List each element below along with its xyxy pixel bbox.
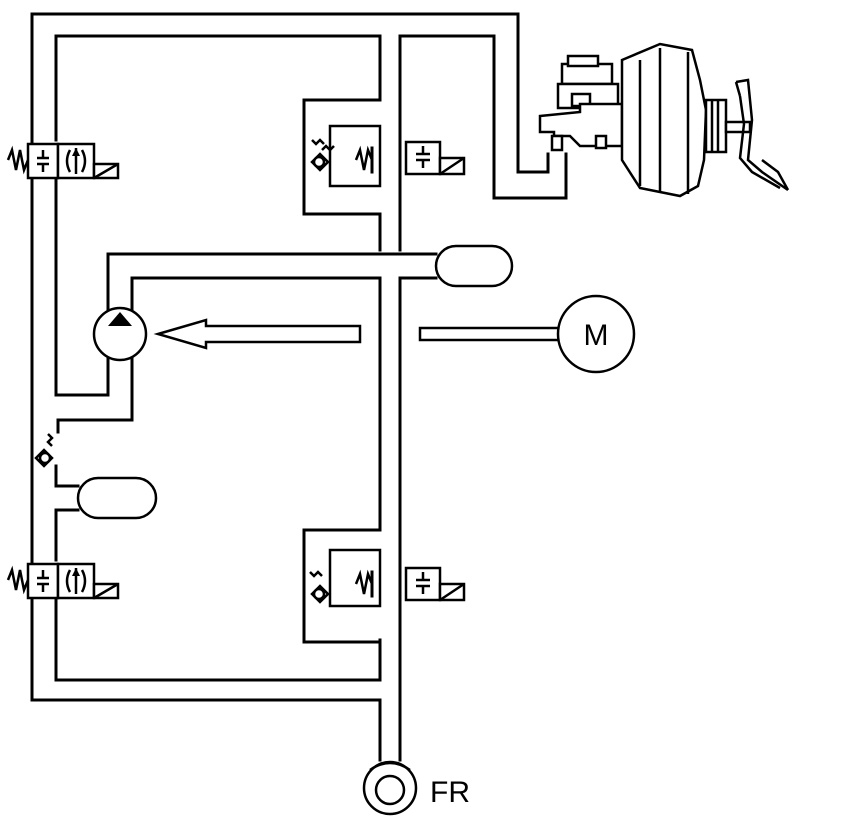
check-valve-lower <box>34 433 54 468</box>
pressure-holding-valve-right-lower <box>404 566 466 602</box>
hydraulic-pipes <box>30 12 568 762</box>
pressure-holding-valve-upper <box>6 142 120 180</box>
pressure-holding-valve-lower <box>6 562 120 600</box>
drive-arrow <box>153 318 362 350</box>
wheel-cylinder: FR <box>362 760 470 816</box>
motor: M <box>556 294 636 374</box>
accumulator-upper <box>434 244 514 288</box>
wheel-label: FR <box>430 776 470 809</box>
accumulator-lower <box>76 476 158 520</box>
pressure-reduction-valve-lower <box>309 548 382 608</box>
motor-shaft <box>418 326 562 342</box>
pressure-reduction-valve-upper <box>310 124 382 188</box>
pressure-holding-valve-right-upper <box>404 140 466 176</box>
master-cylinder <box>538 42 752 198</box>
brake-pedal <box>734 78 790 192</box>
motor-label: M <box>584 319 609 352</box>
pump <box>92 306 148 362</box>
